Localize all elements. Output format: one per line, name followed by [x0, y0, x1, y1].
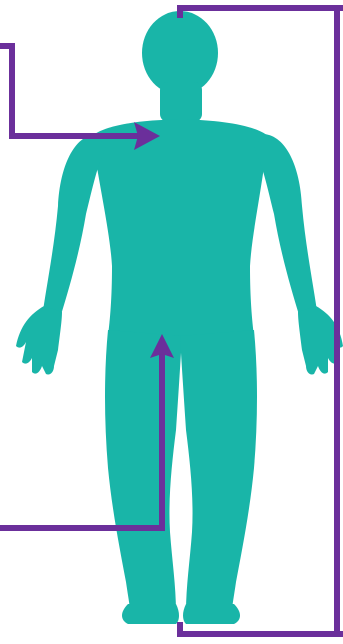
- chest-connector-line: [0, 46, 140, 136]
- left-arm: [42, 134, 106, 325]
- left-foot: [122, 604, 179, 624]
- left-leg: [105, 330, 182, 612]
- right-foot: [183, 604, 240, 624]
- right-leg: [180, 330, 257, 612]
- neck: [160, 82, 202, 122]
- right-arm: [254, 134, 318, 325]
- head-connector: [180, 8, 343, 18]
- torso: [92, 120, 268, 337]
- left-hand: [16, 306, 62, 375]
- human-body-silhouette: [16, 11, 343, 624]
